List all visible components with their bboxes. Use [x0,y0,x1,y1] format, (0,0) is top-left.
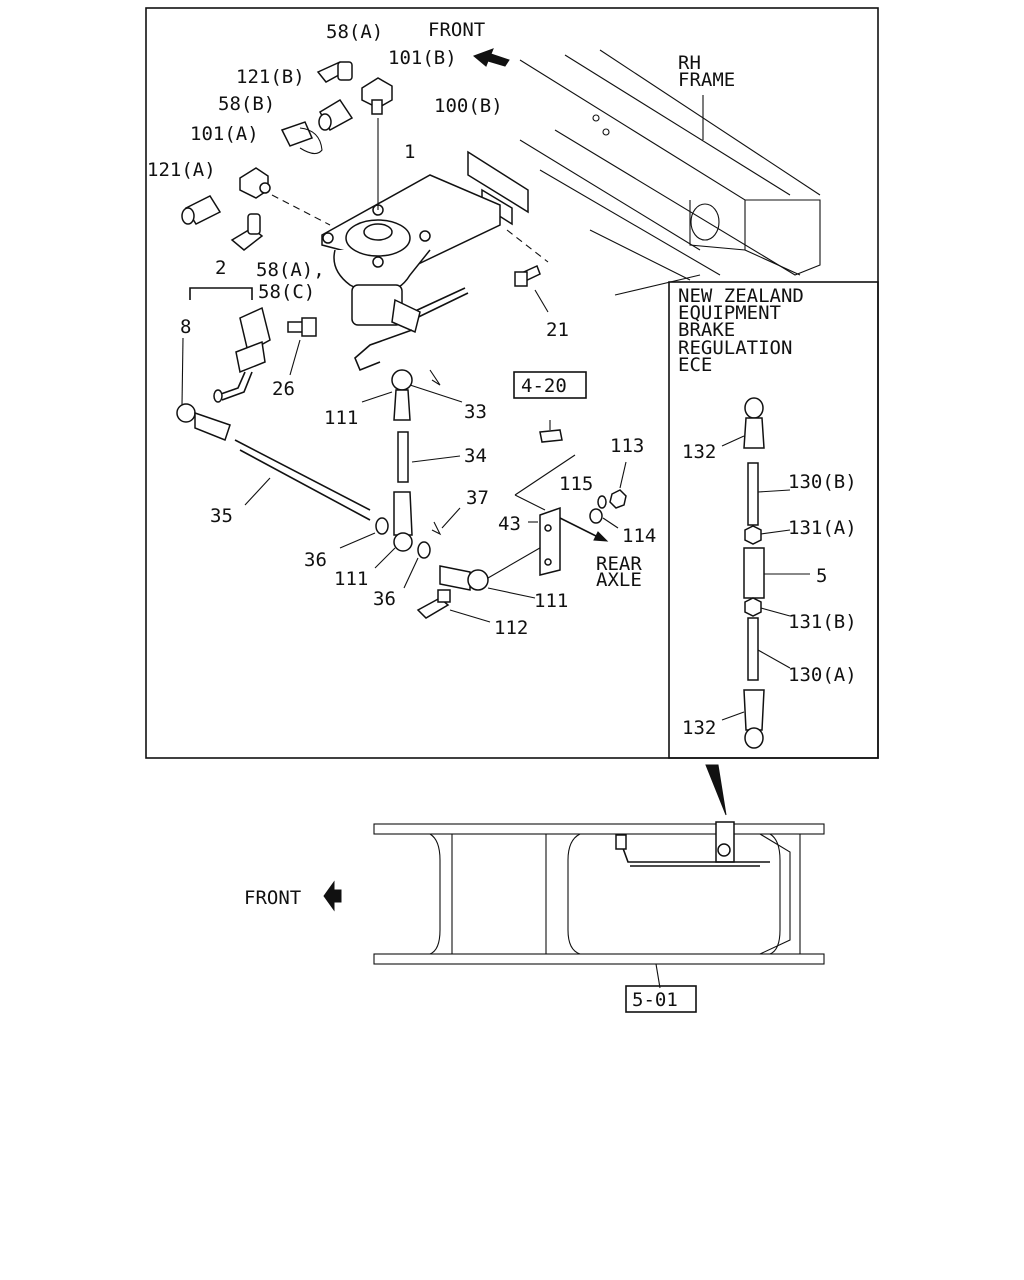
callout-36-a: 36 [304,549,327,571]
rh-frame-label-line2: FRAME [678,69,735,91]
callout-113: 113 [610,435,644,457]
fitting-58a-mid [230,213,264,251]
callout-43: 43 [498,513,521,535]
washer-114 [589,508,619,529]
ref-box-4-20-label: 4-20 [521,375,567,397]
detail-frame [145,7,879,759]
inset-callout-132-bot: 132 [682,717,716,739]
inset-rod-end-132-top [721,397,765,449]
pin-37 [431,507,461,536]
callout-8: 8 [180,316,191,338]
fitting-121b [318,98,354,132]
rear-label-line1: REAR [596,553,642,575]
callout-111-b: 111 [334,568,368,590]
callout-114: 114 [622,525,656,547]
lever-assembly-2 [189,287,271,403]
callout-101b: 101(B) [388,47,457,69]
inset-callout-5: 5 [816,565,827,587]
rear-axle-arrow-icon [559,517,609,542]
callout-33: 33 [464,401,487,423]
callout-35: 35 [210,505,233,527]
callout-58a-mid: 58(A), [256,259,325,281]
rear-label-line2: AXLE [596,569,642,591]
callout-111-c: 111 [534,590,568,612]
ref-box-5-01-label: 5-01 [632,989,678,1011]
inset-rod-end-132-bot [721,689,765,749]
inset-heading-line5: ECE [678,354,712,376]
callout-2: 2 [215,257,226,279]
callout-121a: 121(A) [147,159,216,181]
callout-115: 115 [559,473,593,495]
callout-26: 26 [272,378,295,400]
inset-callout-131a: 131(A) [788,517,857,539]
washer-36a [339,517,389,549]
inset-callout-131b: 131(B) [788,611,857,633]
fitting-58a-top [316,61,353,83]
ref-box-4-20[interactable] [513,371,587,399]
callout-111-a: 111 [324,407,358,429]
fitting-121a [181,195,222,225]
front-label: FRONT [428,19,485,41]
pointer-triangle-icon [705,764,727,816]
inset-heading-line1: NEW ZEALAND [678,285,804,307]
rh-frame-label-line1: RH [678,52,701,74]
callout-121b: 121(B) [236,66,305,88]
nut-113 [609,461,627,509]
front-arrow-icon [473,48,510,67]
inset-callout-130a: 130(A) [788,664,857,686]
callout-100b: 100(B) [434,95,503,117]
bolt-21 [506,229,549,313]
callout-58a-top: 58(A) [326,21,383,43]
bolt-26 [287,317,317,376]
inset-nut-131a [744,525,791,545]
inset-frame [668,281,879,759]
callout-37: 37 [466,487,489,509]
callout-21: 21 [546,319,569,341]
link-111-low [439,544,546,599]
rod-35 [176,403,371,521]
callout-58c: 58(C) [258,281,315,303]
fitting-101b [361,77,393,115]
washer-115 [597,495,607,509]
bolt-112 [416,589,491,623]
inset-callout-130b: 130(B) [788,471,857,493]
fitting-101a [239,167,331,226]
overview-front-label: FRONT [244,887,301,909]
pin-33 [409,369,463,403]
inset-rod-130b [747,462,791,526]
inset-heading-line3: BRAKE [678,319,735,341]
callout-101a: 101(A) [190,123,259,145]
inset-heading-line4: REGULATION [678,337,792,359]
washer-36b [403,541,431,589]
bolt-4-20 [539,420,563,443]
rod-34 [397,431,461,483]
bracket-43 [514,454,576,576]
inset-sleeve-5 [743,547,810,599]
inset-nut-131b [744,597,791,617]
inset-heading-line2: EQUIPMENT [678,302,781,324]
rh-frame-rail [519,49,821,296]
ref-box-5-01[interactable] [625,985,697,1013]
inset-rod-130a [747,617,791,681]
valve-body-1 [321,118,501,372]
link-111-top [361,369,413,421]
callout-112: 112 [494,617,528,639]
callout-1: 1 [404,141,415,163]
callout-34: 34 [464,445,487,467]
fitting-58b [280,121,323,155]
inset-callout-132-top: 132 [682,441,716,463]
callout-36-b: 36 [373,588,396,610]
overview-front-arrow-icon [323,880,342,912]
chassis-overview [373,821,825,989]
link-111-mid [374,491,413,569]
callout-58b: 58(B) [218,93,275,115]
